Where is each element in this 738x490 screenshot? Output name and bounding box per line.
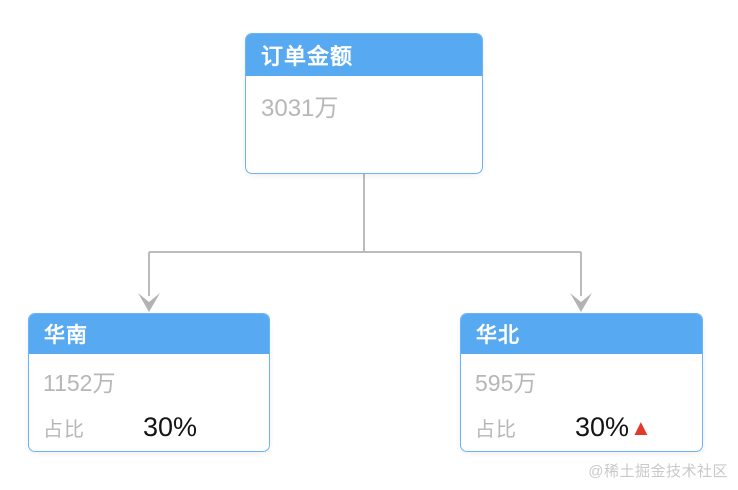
- trend-up-icon: ▲: [630, 414, 652, 440]
- ratio-value: 30%▲: [575, 412, 652, 443]
- node-order-amount-body: 3031万: [246, 76, 482, 135]
- node-value: 595万: [475, 370, 537, 396]
- connector-path: [148, 174, 582, 296]
- watermark: @稀土掘金技术社区: [588, 463, 728, 480]
- ratio-label: 占比: [43, 419, 85, 441]
- node-title: 华南: [44, 324, 88, 347]
- ratio-value: 30%: [143, 412, 198, 442]
- node-title: 订单金额: [261, 44, 354, 69]
- node-south-china[interactable]: 华南 1152万 占比 30%: [28, 313, 270, 452]
- node-north-china[interactable]: 华北 595万 占比 30%▲: [460, 313, 703, 452]
- arrowhead-down-left-icon: [138, 293, 160, 312]
- node-order-amount-header: 订单金额: [246, 34, 482, 76]
- node-north-china-header: 华北: [461, 314, 702, 354]
- node-value: 1152万: [43, 370, 116, 396]
- ratio-label: 占比: [475, 419, 517, 441]
- ratio-value-text: 30%: [575, 412, 630, 442]
- node-south-china-header: 华南: [29, 314, 269, 354]
- node-order-amount[interactable]: 订单金额 3031万: [245, 33, 483, 174]
- node-south-china-body: 1152万 占比 30%: [29, 354, 269, 451]
- ratio-row: 占比 30%: [43, 412, 255, 443]
- node-north-china-body: 595万 占比 30%▲: [461, 354, 702, 451]
- node-value: 3031万: [261, 95, 339, 122]
- node-title: 华北: [476, 324, 520, 347]
- arrowhead-down-right-icon: [570, 293, 592, 312]
- ratio-row: 占比 30%▲: [475, 412, 688, 443]
